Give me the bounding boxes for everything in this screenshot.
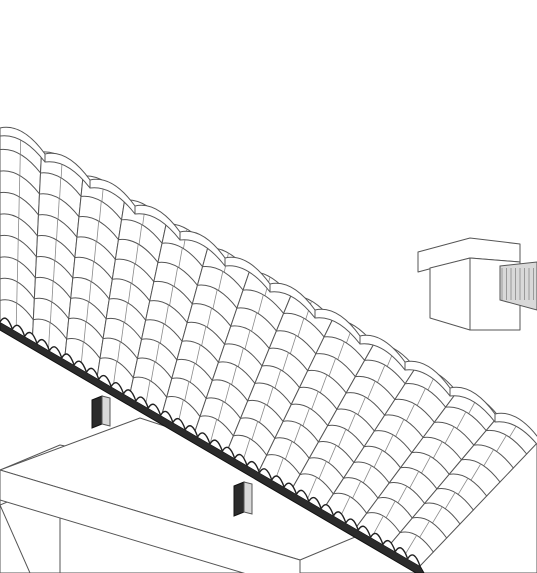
- tile-end-icon: [11, 324, 26, 337]
- tile-end-icon: [407, 554, 421, 567]
- tile-crest-line: [48, 322, 51, 351]
- tile-end-icon: [98, 374, 112, 387]
- tile-end-icon: [332, 511, 347, 524]
- tile-end-icon: [209, 439, 224, 452]
- tile-end-icon: [345, 518, 359, 531]
- ridge-cap-tile-icon: [494, 412, 537, 446]
- tile-end-icon: [271, 475, 285, 488]
- tile-end-icon: [234, 453, 248, 466]
- tile-end-icon: [258, 468, 273, 481]
- roof-tile-icon: [461, 444, 514, 483]
- tile-crest-line: [306, 477, 318, 501]
- eave-edge: [0, 317, 425, 573]
- tile-end-icon: [394, 547, 409, 560]
- chimney: [417, 237, 537, 331]
- tile-end-icon: [221, 446, 236, 459]
- tile-end-icon: [369, 532, 384, 545]
- roof-tile-icon: [387, 531, 434, 567]
- tile-end-icon: [357, 525, 372, 538]
- roof-tile-icon: [399, 516, 448, 553]
- roof-tile-icon: [424, 487, 474, 525]
- tile-end-icon: [24, 331, 38, 344]
- tile-end-icon: [320, 504, 335, 516]
- tile-end-icon: [308, 496, 322, 509]
- tile-end-icon: [172, 417, 186, 430]
- batten-supports: [91, 395, 253, 517]
- tile-end-icon: [382, 539, 396, 552]
- tile-end-icon: [246, 460, 261, 473]
- tile-end-icon: [147, 403, 162, 416]
- tile-crest-line: [209, 419, 218, 445]
- tile-end-icon: [73, 360, 88, 373]
- tile-end-icon: [159, 410, 174, 423]
- tile-end-icon: [283, 482, 298, 495]
- tile-end-icon: [184, 425, 199, 438]
- tile-end-icon: [135, 396, 149, 409]
- roof-tile-icon: [473, 429, 528, 469]
- roof-tiles: [0, 126, 537, 567]
- tile-end-icon: [36, 338, 51, 351]
- tile-end-icon: [295, 489, 310, 502]
- tile-end-icon: [197, 432, 211, 445]
- tile-end-icon: [110, 382, 125, 394]
- tile-end-icon: [122, 389, 137, 402]
- roof-tile-icon: [436, 473, 488, 511]
- roof-tile-icon: [411, 502, 461, 539]
- roof-tile-icon: [448, 458, 501, 497]
- tile-end-icon: [61, 353, 75, 366]
- tile-end-icon: [85, 367, 100, 380]
- tile-end-icon: [48, 346, 63, 359]
- tile-end-icon: [0, 317, 14, 330]
